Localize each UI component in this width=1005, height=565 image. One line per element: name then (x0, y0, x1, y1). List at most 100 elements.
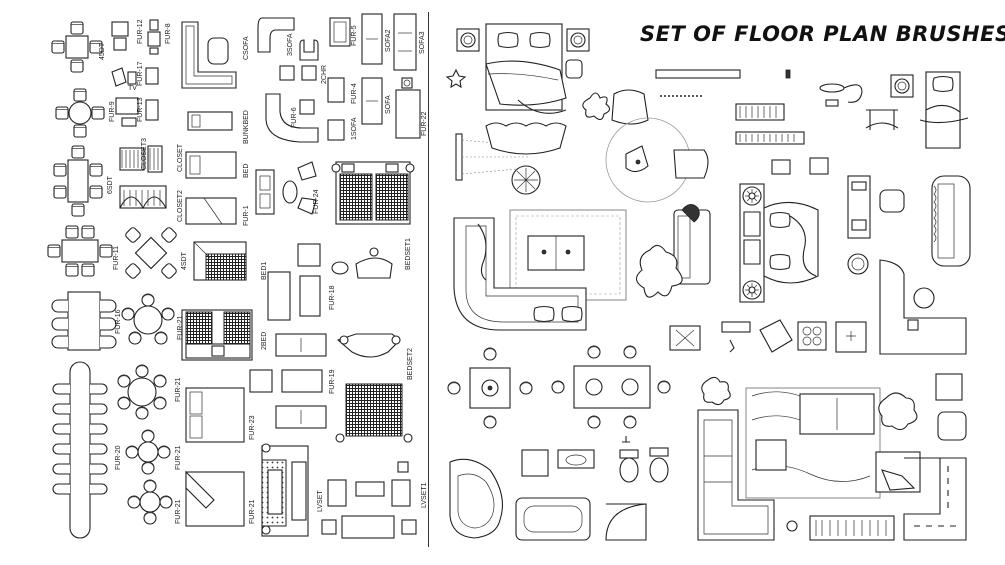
dining-set-fur21a (121, 293, 175, 345)
bedset1 (331, 161, 415, 225)
dining-set-fur11 (47, 225, 113, 277)
side-tables (771, 157, 829, 175)
svg-text:45DT: 45DT (99, 42, 106, 60)
bathroom-fixtures (449, 436, 669, 541)
sofas-fur4-sofa (327, 77, 421, 141)
svg-text:BEDSET1: BEDSET1 (405, 238, 412, 270)
svg-text:LVSET1: LVSET1 (421, 482, 428, 508)
svg-text:2BED: 2BED (261, 332, 268, 350)
svg-text:BED1: BED1 (261, 262, 268, 280)
svg-text:SOFA3: SOFA3 (419, 31, 426, 54)
shelf-brush (655, 69, 805, 145)
svg-text:FUR-17: FUR-17 (137, 61, 144, 86)
sofas-fur18 (267, 243, 321, 321)
dining-set-fur21c (125, 429, 171, 475)
svg-text:FUR-22: FUR-22 (421, 111, 428, 136)
table-trestle (865, 109, 899, 130)
single-bed-top (919, 71, 969, 149)
master-bed (456, 23, 590, 114)
sofa-bedset2-curved (336, 333, 401, 358)
armchairs-right (875, 373, 967, 493)
sectional-sofa-bottom (697, 387, 881, 541)
bush-plant (878, 392, 918, 431)
plant-flower-right (701, 376, 731, 406)
svg-text:FUR-6: FUR-6 (291, 107, 298, 128)
sofa-with-pillow (673, 204, 711, 285)
corner-desk (879, 259, 967, 355)
ruffled-bed (739, 183, 819, 303)
svg-text:FUR-1: FUR-1 (243, 205, 250, 226)
star-plant-icon (445, 68, 467, 89)
svg-text:FUR-12: FUR-12 (137, 19, 144, 44)
svg-text:SOFA: SOFA (385, 95, 392, 114)
lounge-fur24 (255, 161, 317, 215)
chesterfield-sofa (931, 175, 971, 267)
sofas-fur19 (249, 369, 327, 429)
bed-fur23 (185, 387, 245, 443)
svg-text:FUR-19: FUR-19 (329, 369, 336, 394)
desk-with-chair (847, 175, 905, 239)
round-rug-lounge (605, 117, 709, 203)
dining-round-right-a (447, 347, 533, 429)
svg-text:FUR-21: FUR-21 (175, 499, 182, 524)
svg-text:FUR-5: FUR-5 (351, 25, 358, 46)
bunkbed (187, 111, 233, 131)
bed-fur21 (185, 470, 245, 527)
svg-text:FUR-16: FUR-16 (115, 309, 122, 334)
bedset2 (335, 383, 413, 443)
svg-text:FUR-11: FUR-11 (113, 246, 120, 270)
svg-text:FUR-9: FUR-9 (109, 101, 116, 122)
furniture-fur13 (115, 97, 159, 127)
cowhide-rug (635, 244, 683, 298)
svg-text:BUNKBED: BUNKBED (243, 110, 250, 144)
svg-text:2CHR: 2CHR (321, 65, 328, 84)
fixtures-row (669, 319, 867, 353)
svg-text:TV: TV (128, 85, 137, 92)
svg-text:BEDSET2: BEDSET2 (407, 348, 414, 380)
flower-plant-icon (582, 92, 611, 121)
dining-rect-right (551, 345, 671, 429)
bed-bed1 (193, 241, 247, 281)
sofa-fur19-pair (275, 333, 327, 357)
sofa-3sofa-curved (257, 17, 295, 53)
bed-bed (185, 151, 237, 179)
svg-text:6SDT: 6SDT (107, 175, 114, 194)
dining-set-fur21d (127, 479, 173, 525)
bookshelf-bottom (786, 515, 895, 541)
svg-text:FUR-4: FUR-4 (351, 83, 358, 104)
sofa-fur6-curved (265, 93, 319, 143)
svg-text:FUR-21: FUR-21 (249, 499, 256, 524)
svg-text:FUR-24: FUR-24 (313, 189, 320, 214)
round-side-table (511, 165, 541, 195)
armchair-round (611, 89, 649, 125)
left-sheet-labels: 45DT FUR-12 FUR-8 FUR-17 TV FUR-9 FUR-13… (99, 19, 428, 524)
dining-set-45dt (51, 21, 103, 73)
svg-text:4SDT: 4SDT (181, 251, 188, 270)
svg-text:FUR-8: FUR-8 (165, 23, 172, 44)
furniture-fur12 (111, 19, 161, 55)
cord-lamp-icon (819, 83, 863, 107)
corner-shelving (903, 457, 967, 541)
svg-text:CSOFA: CSOFA (243, 36, 250, 60)
dining-set-4sdt (125, 227, 177, 279)
svg-text:3SOFA: 3SOFA (287, 33, 294, 56)
sheet-divider (428, 12, 429, 547)
living-set-lvset (261, 443, 309, 537)
svg-text:1SOFA: 1SOFA (351, 117, 358, 140)
bed-2bed (181, 309, 253, 361)
living-set-lvset1 (321, 461, 417, 539)
sectional-sofa-rug (453, 209, 627, 331)
dining-set-fur21b (117, 364, 167, 420)
dining-set-fur9 (55, 88, 105, 138)
svg-text:FUR-20: FUR-20 (115, 445, 122, 470)
svg-text:FUR-21: FUR-21 (175, 377, 182, 402)
dining-set-6sdt (53, 145, 103, 217)
svg-text:SOFA2: SOFA2 (385, 29, 392, 52)
svg-text:FUR-23: FUR-23 (249, 415, 256, 440)
sofas-fur5-sofa2-sofa3 (329, 13, 417, 71)
svg-text:FUR-21: FUR-21 (175, 445, 182, 470)
svg-text:CLOSET3: CLOSET3 (141, 138, 148, 170)
svg-text:FUR-13: FUR-13 (137, 97, 144, 122)
